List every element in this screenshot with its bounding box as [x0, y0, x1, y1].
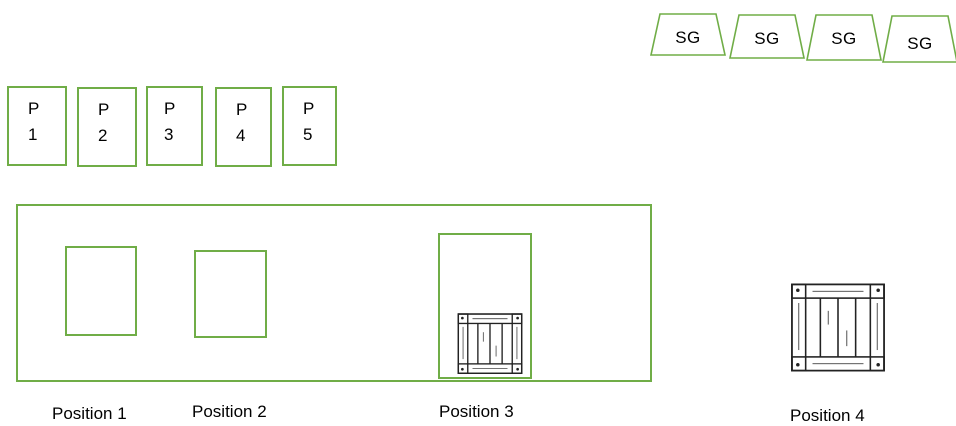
trapezoid-shape-icon	[650, 13, 726, 56]
pallet-letter: P	[303, 99, 315, 118]
position-3-slot	[438, 233, 532, 379]
trapezoid-shape-icon	[882, 15, 956, 63]
wooden-crate-icon	[791, 283, 885, 372]
position-4-label: Position 4	[790, 406, 865, 425]
position-2-slot	[194, 250, 267, 338]
sg-tray-2: SG	[729, 13, 805, 65]
sg-tray-1: SG	[650, 12, 726, 64]
pallet-number: 3	[164, 125, 174, 144]
sg-tray-label: SG	[754, 29, 780, 48]
wooden-crate-icon	[457, 313, 523, 374]
position-3-label: Position 3	[439, 402, 514, 421]
sg-tray-label: SG	[675, 28, 701, 47]
pallet-number: 2	[98, 126, 108, 145]
sg-tray-label: SG	[831, 29, 857, 48]
sg-tray-4: SG	[882, 14, 956, 66]
trapezoid-shape-icon	[729, 14, 805, 59]
position-2-label: Position 2	[192, 402, 267, 421]
position-1-slot	[65, 246, 137, 336]
pallet-number: 5	[303, 125, 313, 144]
sg-tray-label: SG	[907, 34, 933, 53]
position-1-label: Position 1	[52, 404, 127, 423]
staging-area-frame	[16, 204, 652, 382]
trapezoid-shape-icon	[806, 14, 882, 61]
sg-tray-3: SG	[806, 13, 882, 65]
pallet-letter: P	[28, 99, 40, 118]
pallet-number: 4	[236, 126, 246, 145]
pallet-number: 1	[28, 125, 38, 144]
pallet-letter: P	[236, 100, 248, 119]
pallet-letter: P	[98, 100, 110, 119]
pallet-letter: P	[164, 99, 176, 118]
